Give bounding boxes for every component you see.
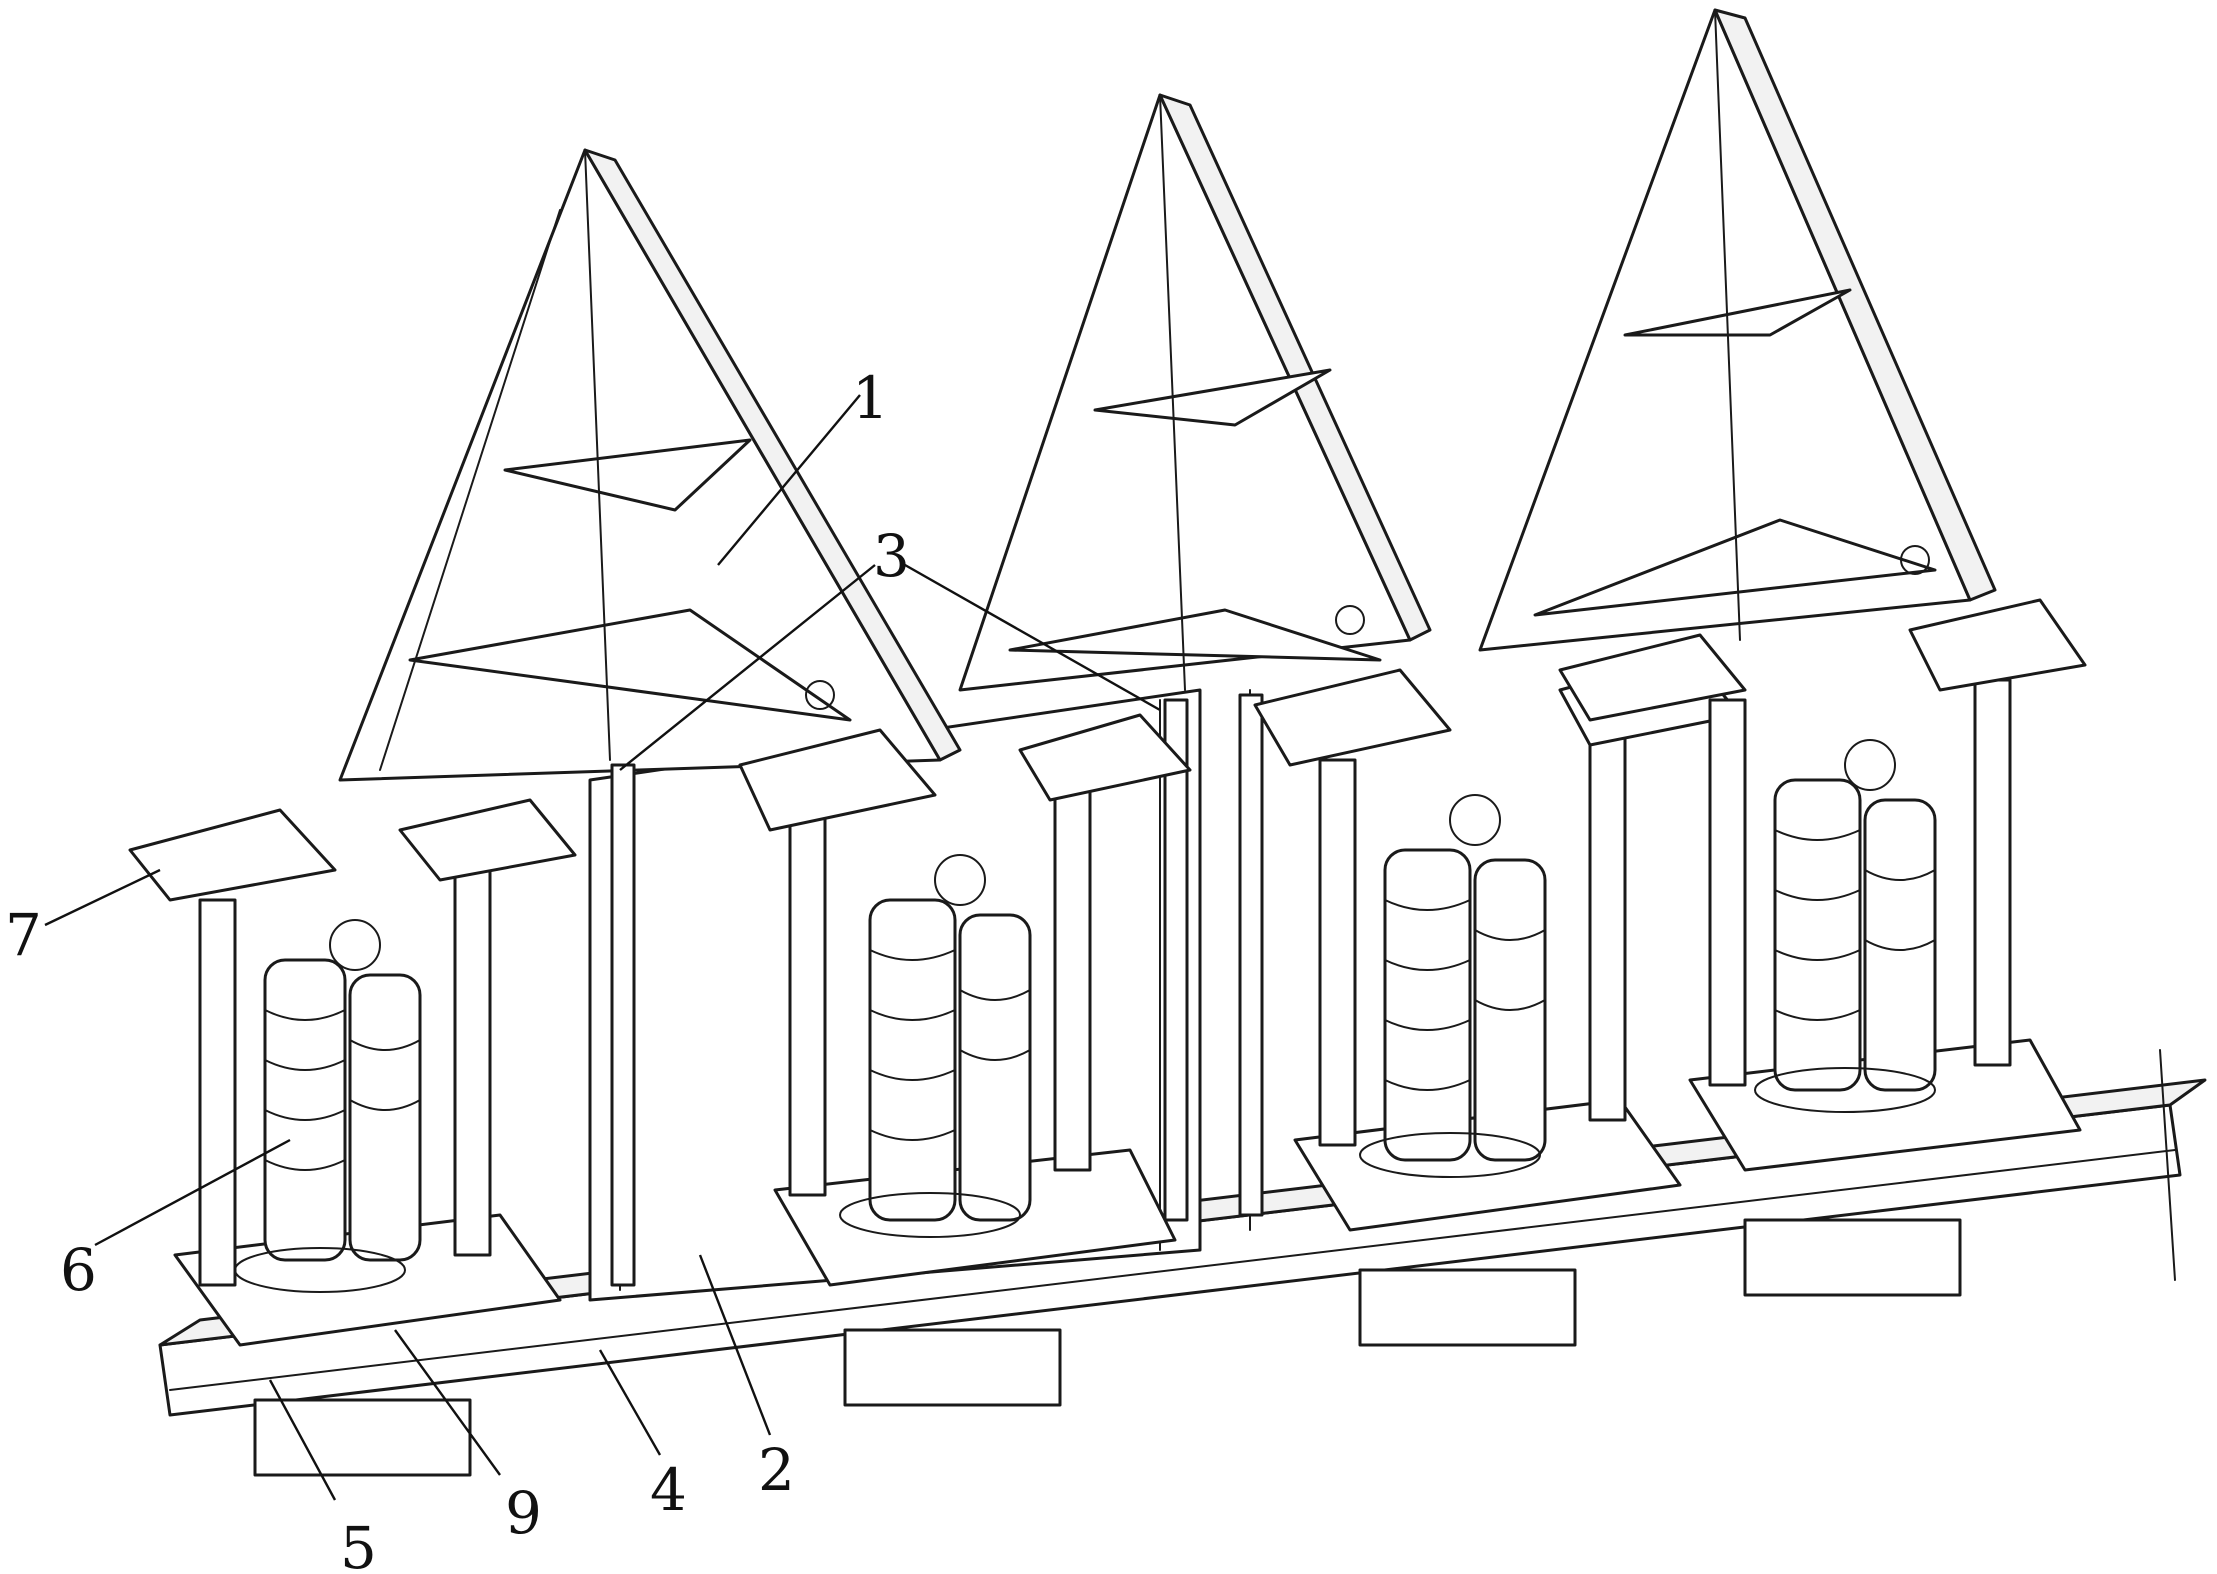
leader-3b — [904, 563, 1161, 712]
triangle-frame-left — [338, 148, 962, 782]
actuator-module-3 — [1253, 653, 1742, 1232]
leader-5 — [268, 1379, 337, 1501]
callout-6: 6 — [60, 1236, 97, 1304]
callout-7: 7 — [5, 901, 42, 969]
leader-9 — [394, 1329, 501, 1476]
callout-3: 3 — [873, 522, 910, 590]
triangle-frame-middle — [958, 93, 1432, 692]
actuator-module-4 — [1558, 598, 2087, 1172]
callout-4: 4 — [650, 1456, 687, 1524]
leader-1 — [717, 394, 861, 566]
leader-2 — [698, 1254, 772, 1436]
hinge-strips — [610, 693, 1264, 1287]
callout-2: 2 — [758, 1436, 795, 1504]
actuator-module-2 — [738, 713, 1192, 1287]
leader-4 — [598, 1349, 662, 1456]
leader-7 — [44, 868, 161, 927]
callout-1: 1 — [852, 364, 889, 432]
callout-9: 9 — [505, 1479, 542, 1547]
actuator-module-1 — [128, 798, 577, 1347]
triangle-frame-right — [1478, 8, 1997, 652]
callout-labels: 1 2 3 4 5 6 7 9 — [5, 364, 910, 1574]
leader-6 — [94, 1138, 291, 1247]
leader-3a — [619, 564, 876, 771]
leader-lines — [44, 394, 1161, 1501]
callout-5: 5 — [340, 1514, 377, 1574]
